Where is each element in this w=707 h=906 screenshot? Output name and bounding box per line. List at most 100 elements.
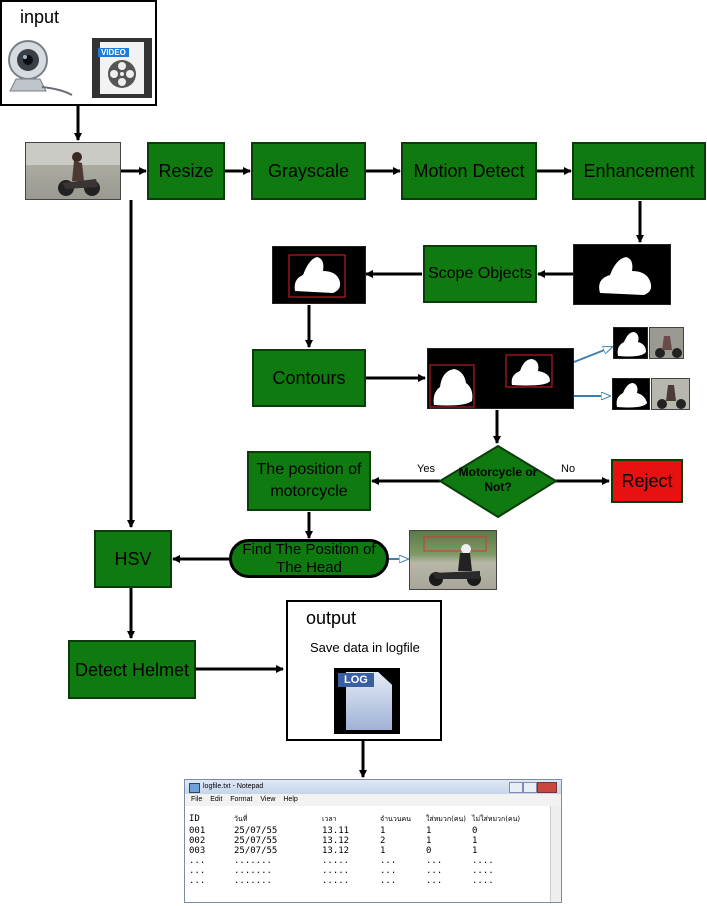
video-badge: VIDEO bbox=[98, 48, 129, 57]
cell-time: ..... bbox=[322, 876, 350, 886]
resize-label: Resize bbox=[158, 161, 214, 181]
motorcycle-rider-image bbox=[26, 143, 120, 196]
cell-date: ....... bbox=[234, 866, 272, 876]
cell-helmet: 1 bbox=[426, 836, 432, 846]
cell-helmet: 0 bbox=[426, 846, 432, 856]
cell-people: 1 bbox=[380, 826, 386, 836]
motorcycle-position-step: The position of motorcycle bbox=[247, 451, 371, 511]
enhancement-label: Enhancement bbox=[583, 161, 695, 181]
close-button[interactable] bbox=[537, 782, 557, 793]
log-header-row: ID วันที่ เวลา จำนวนคน ใส่หมวก(คน) ไม่ใส… bbox=[189, 808, 547, 826]
log-row: ... ....... ..... ... ... .... bbox=[189, 856, 547, 866]
reject-label: Reject bbox=[621, 471, 673, 491]
crop-mask-lower bbox=[612, 378, 650, 410]
detect-helmet-step: Detect Helmet bbox=[68, 640, 196, 699]
scoped-silhouette bbox=[288, 254, 346, 298]
mask-silhouette bbox=[599, 257, 652, 295]
cell-no-helmet: .... bbox=[472, 866, 494, 876]
menu-view[interactable]: View bbox=[260, 796, 276, 803]
cell-no-helmet: 0 bbox=[472, 826, 478, 836]
notepad-scrollbar[interactable] bbox=[550, 806, 561, 902]
cell-helmet: ... bbox=[426, 876, 443, 886]
notepad-text-area[interactable]: ID วันที่ เวลา จำนวนคน ใส่หมวก(คน) ไม่ใส… bbox=[189, 808, 547, 896]
cell-date: ....... bbox=[234, 856, 272, 866]
cell-time: ..... bbox=[322, 866, 350, 876]
motion-detect-label: Motion Detect bbox=[413, 161, 525, 181]
crop-photo-lower bbox=[651, 378, 690, 410]
cell-people: ... bbox=[380, 876, 397, 886]
log-row: 003 25/07/55 13.12 1 0 1 bbox=[189, 846, 547, 856]
find-head-label: Find The Position of The Head bbox=[242, 540, 376, 576]
scope-objects-step: Scope Objects bbox=[423, 245, 537, 303]
cell-people: ... bbox=[380, 866, 397, 876]
log-row: 001 25/07/55 13.11 1 1 0 bbox=[189, 826, 547, 836]
notepad-menubar: File Edit Format View Help bbox=[185, 794, 561, 806]
scoped-mask-image bbox=[272, 246, 366, 304]
scope-objects-label: Scope Objects bbox=[427, 265, 533, 282]
head-position-photo bbox=[409, 530, 497, 590]
hsv-step: HSV bbox=[94, 530, 172, 588]
grayscale-step: Grayscale bbox=[251, 142, 366, 200]
hsv-label: HSV bbox=[114, 549, 152, 569]
cell-people: 1 bbox=[380, 846, 386, 856]
log-row: 002 25/07/55 13.12 2 1 1 bbox=[189, 836, 547, 846]
log-file-icon: LOG bbox=[334, 668, 400, 734]
minimize-button[interactable] bbox=[509, 782, 523, 793]
maximize-button[interactable] bbox=[523, 782, 537, 793]
log-badge: LOG bbox=[338, 673, 374, 687]
cell-helmet: ... bbox=[426, 856, 443, 866]
input-frame: input VIDEO bbox=[0, 0, 157, 106]
motorcycle-position-label: The position of motorcycle bbox=[256, 461, 362, 500]
cell-time: 13.11 bbox=[322, 826, 350, 836]
cell-no-helmet: 1 bbox=[472, 836, 478, 846]
header-id: ID bbox=[189, 814, 200, 824]
input-title: input bbox=[20, 7, 60, 27]
output-subtitle: Save data in logfile bbox=[310, 640, 420, 655]
cell-time: ..... bbox=[322, 856, 350, 866]
decision-label: Motorcycle or Not? bbox=[458, 465, 538, 494]
cell-no-helmet: .... bbox=[472, 876, 494, 886]
motion-detect-step: Motion Detect bbox=[401, 142, 537, 200]
cell-date: ....... bbox=[234, 876, 272, 886]
blue-arrow-upper-crop bbox=[573, 346, 612, 363]
film-reel-icon bbox=[108, 60, 136, 88]
input-frame-photo bbox=[25, 142, 121, 200]
cell-id: 003 bbox=[189, 846, 206, 856]
contours-label: Contours bbox=[272, 368, 346, 388]
grayscale-label: Grayscale bbox=[267, 161, 350, 181]
no-label: No bbox=[561, 463, 576, 475]
log-row: ... ....... ..... ... ... .... bbox=[189, 876, 547, 886]
enhanced-mask-image bbox=[573, 244, 671, 305]
header-helmet: ใส่หมวก(คน) bbox=[426, 815, 467, 823]
cell-people: ... bbox=[380, 856, 397, 866]
cell-id: ... bbox=[189, 856, 206, 866]
menu-help[interactable]: Help bbox=[283, 796, 298, 803]
header-date: วันที่ bbox=[234, 815, 248, 823]
cell-date: 25/07/55 bbox=[234, 846, 278, 856]
menu-format[interactable]: Format bbox=[230, 796, 253, 803]
output-title: output bbox=[306, 608, 357, 628]
header-people: จำนวนคน bbox=[380, 815, 412, 823]
contours-step: Contours bbox=[252, 349, 366, 407]
header-time: เวลา bbox=[322, 815, 337, 823]
cell-id: ... bbox=[189, 876, 206, 886]
cell-helmet: 1 bbox=[426, 826, 432, 836]
cell-date: 25/07/55 bbox=[234, 836, 278, 846]
helmet-rider-image bbox=[423, 536, 487, 586]
notepad-titlebar: logfile.txt - Notepad bbox=[185, 780, 561, 794]
log-row: ... ....... ..... ... ... .... bbox=[189, 866, 547, 876]
video-file-icon: VIDEO bbox=[92, 38, 152, 98]
output-frame: output Save data in logfile LOG bbox=[286, 600, 442, 741]
contours-image bbox=[427, 348, 574, 409]
cell-time: 13.12 bbox=[322, 846, 350, 856]
menu-file[interactable]: File bbox=[191, 796, 203, 803]
decision-diamond bbox=[438, 444, 558, 519]
cell-id: ... bbox=[189, 866, 206, 876]
cell-id: 002 bbox=[189, 836, 206, 846]
reject-step: Reject bbox=[611, 459, 683, 503]
menu-edit[interactable]: Edit bbox=[210, 796, 223, 803]
yes-label: Yes bbox=[417, 463, 435, 475]
cell-date: 25/07/55 bbox=[234, 826, 278, 836]
